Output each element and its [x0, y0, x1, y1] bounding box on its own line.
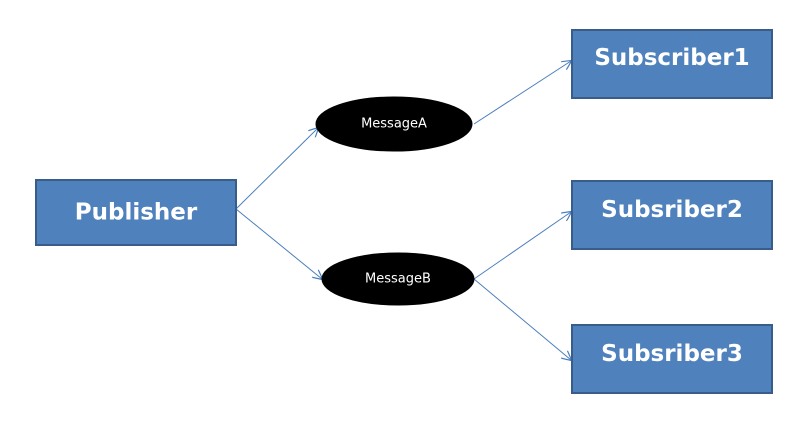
publisher-label: Publisher	[75, 200, 198, 226]
arrow-messageb-to-subscriber2	[473, 212, 571, 280]
subscriber2-label: Subsriber2	[601, 197, 743, 223]
subscriber3-label: Subsriber3	[601, 341, 743, 367]
arrow-messageb-to-subscriber3	[473, 278, 571, 360]
message-a-label: MessageA	[361, 117, 427, 132]
subscriber1-node: Subscriber1	[571, 29, 773, 99]
subscriber1-label: Subscriber1	[594, 45, 749, 71]
message-b-node: MessageB	[321, 252, 475, 306]
arrow-publisher-to-messageb	[235, 208, 322, 279]
arrow-publisher-to-messagea	[235, 128, 318, 210]
arrow-messagea-to-subscriber1	[473, 61, 571, 125]
publisher-node: Publisher	[35, 179, 237, 246]
message-b-label: MessageB	[365, 272, 431, 287]
message-a-node: MessageA	[315, 96, 473, 152]
subscriber3-node: Subsriber3	[571, 324, 773, 394]
subscriber2-node: Subsriber2	[571, 180, 773, 250]
